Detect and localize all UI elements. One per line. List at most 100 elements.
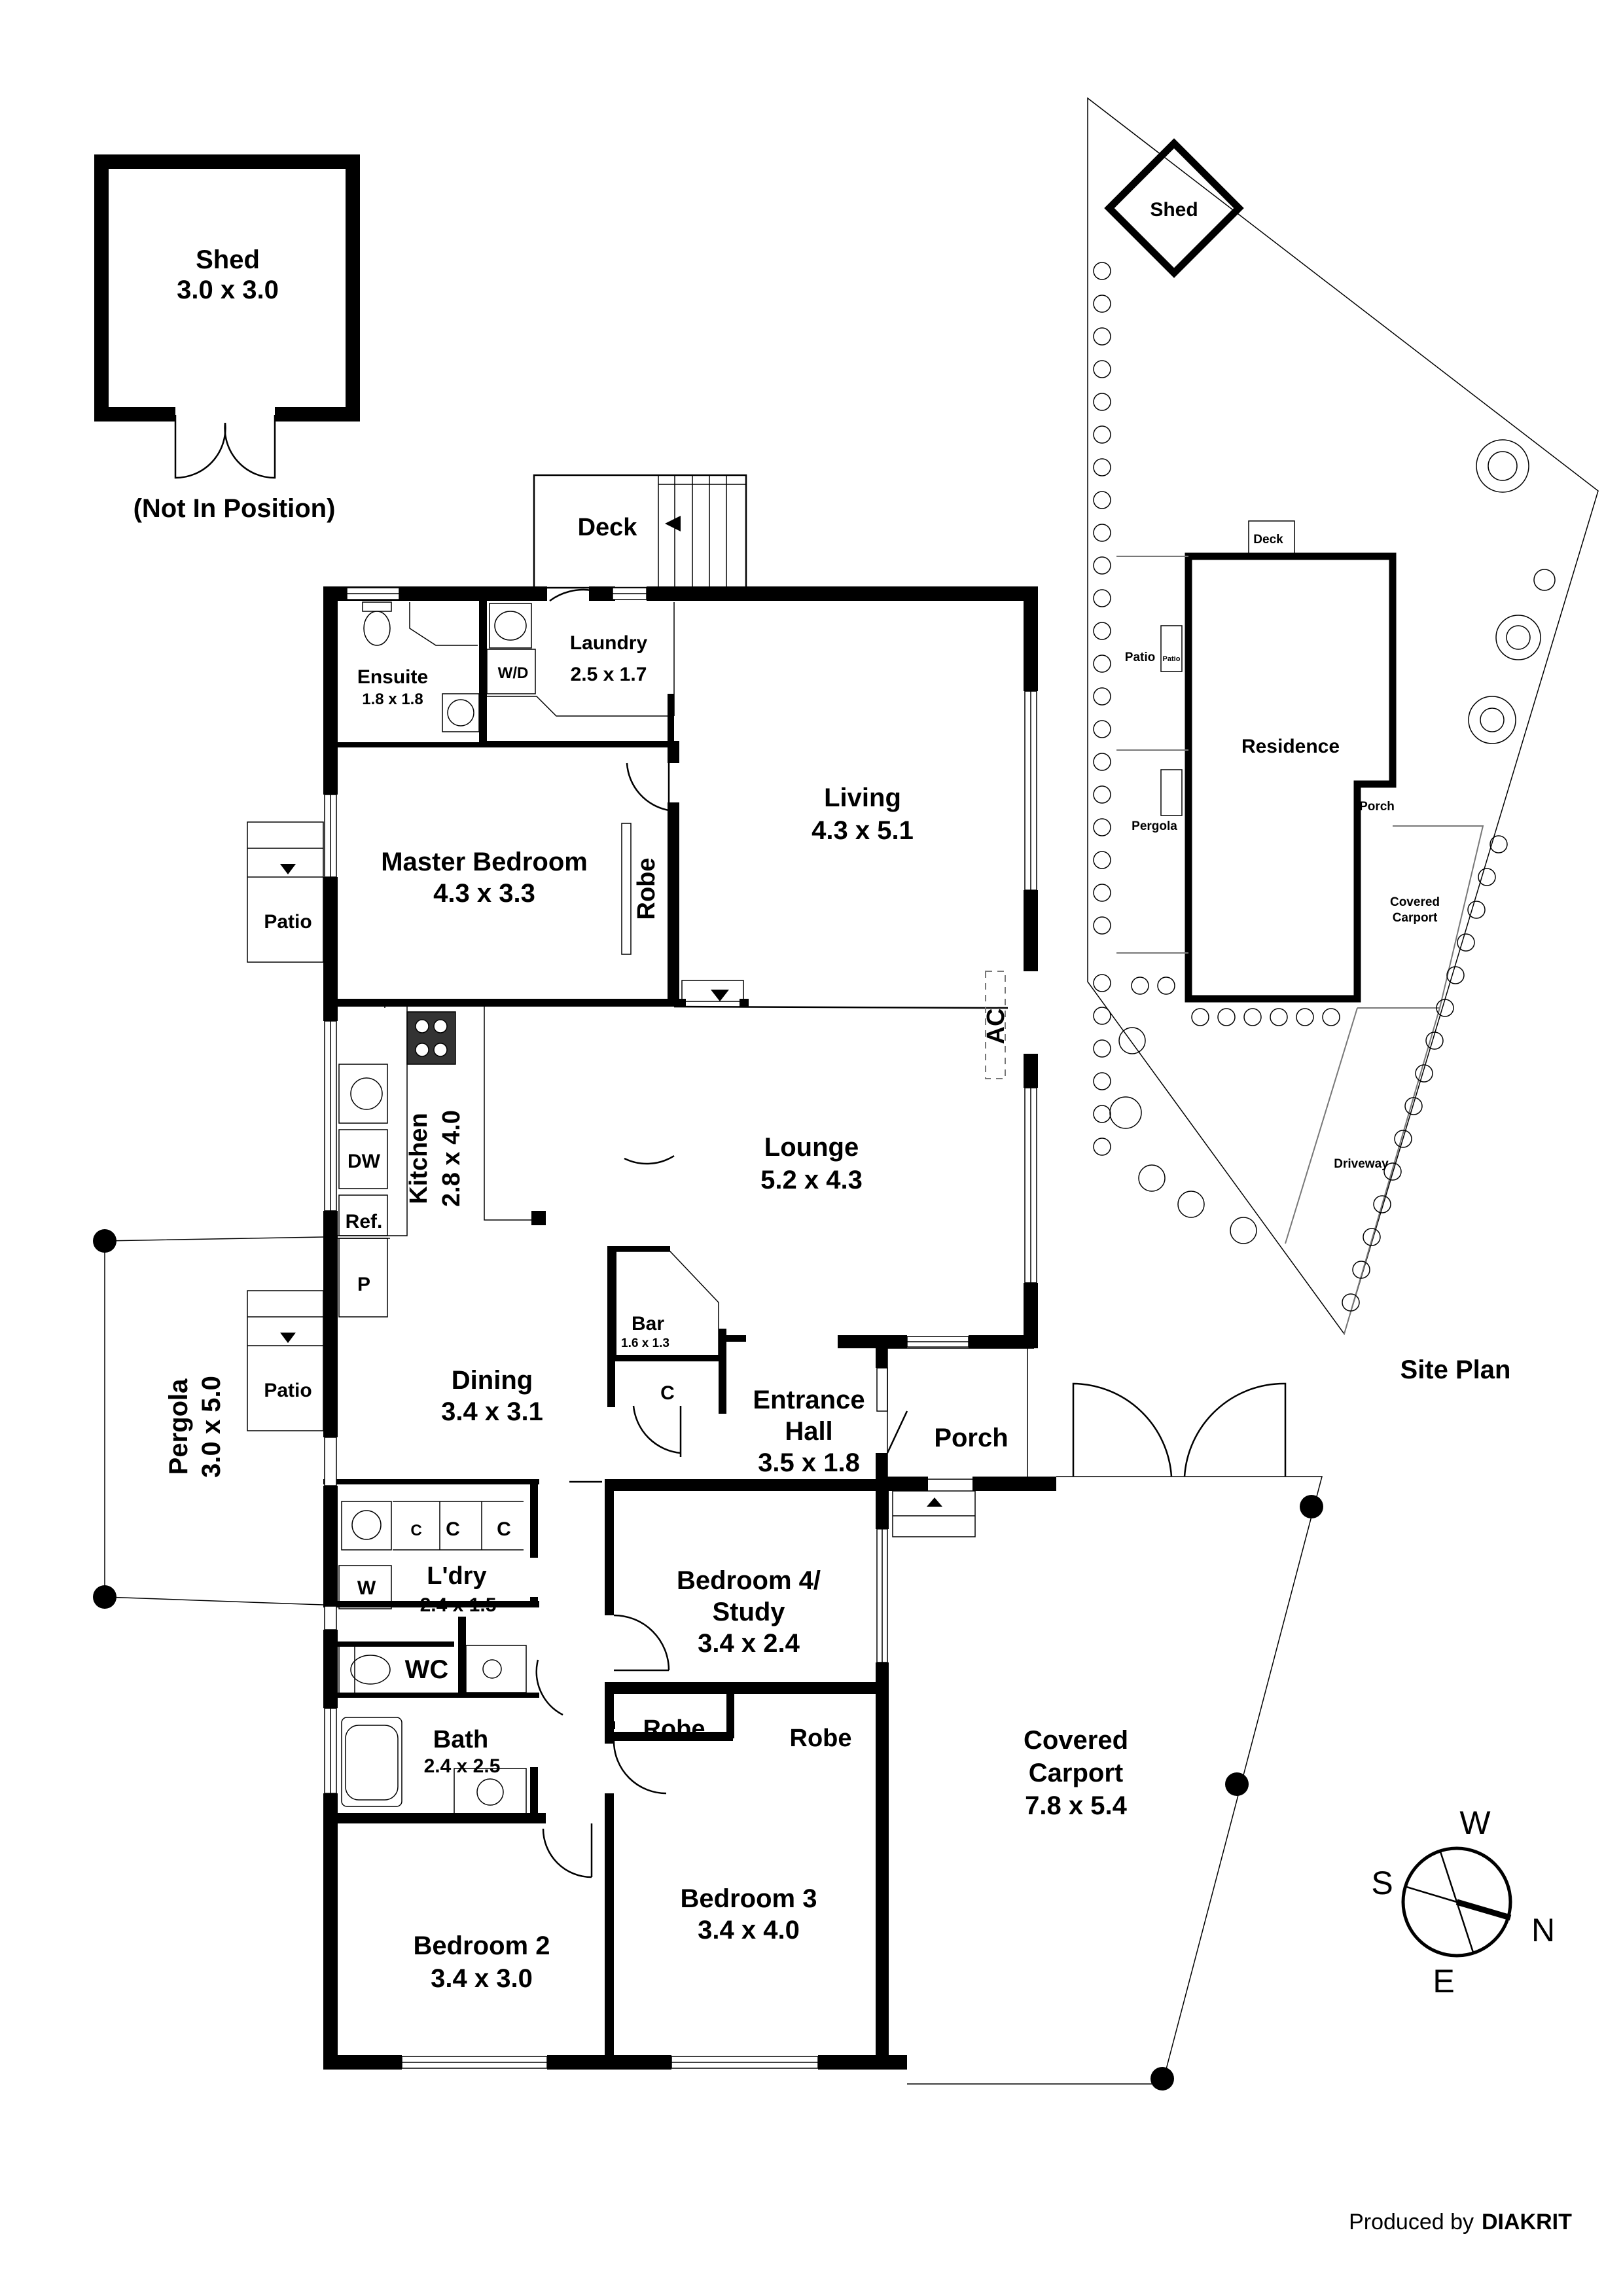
site-plan-title: Site Plan bbox=[1400, 1355, 1511, 1384]
ensuite-dims: 1.8 x 1.8 bbox=[362, 691, 423, 708]
entrance-label-2: Hall bbox=[785, 1417, 832, 1446]
deck-label: Deck bbox=[578, 514, 638, 541]
site-driveway-label: Driveway bbox=[1334, 1157, 1389, 1171]
pergola-label: Pergola bbox=[164, 1378, 193, 1475]
carport-dims: 7.8 x 5.4 bbox=[1025, 1791, 1127, 1820]
kitchen-label: Kitchen bbox=[405, 1113, 433, 1204]
site-carport-label-2: Carport bbox=[1393, 911, 1438, 925]
laundry-label: Laundry bbox=[570, 632, 648, 654]
robe-bed4: Robe bbox=[643, 1715, 705, 1743]
deck-arrow-icon bbox=[665, 516, 681, 531]
ensuite-label: Ensuite bbox=[357, 666, 428, 688]
bar-dims: 1.6 x 1.3 bbox=[621, 1336, 669, 1350]
credit: Produced by DIAKRIT bbox=[1349, 2210, 1572, 2234]
carport-label-2: Carport bbox=[1029, 1759, 1123, 1787]
entrance-label-1: Entrance bbox=[753, 1386, 865, 1414]
master-dims: 4.3 x 3.3 bbox=[433, 879, 535, 908]
pergola-dims: 3.0 x 5.0 bbox=[197, 1376, 226, 1478]
wc-label: WC bbox=[405, 1655, 449, 1684]
cupboard-ldry-1: C bbox=[410, 1522, 421, 1539]
bar-label: Bar bbox=[632, 1313, 664, 1335]
wd-label: W/D bbox=[498, 664, 529, 682]
doors bbox=[340, 588, 1008, 1878]
deck: Deck bbox=[533, 474, 747, 589]
compass-south: S bbox=[1371, 1865, 1393, 1901]
shed: Shed 3.0 x 3.0 (Not In Position) bbox=[94, 154, 360, 523]
site-patio-label: Patio bbox=[1125, 651, 1155, 664]
fridge-label: Ref. bbox=[346, 1211, 383, 1232]
credit-brand: DIAKRIT bbox=[1482, 2210, 1572, 2234]
shed-dims: 3.0 x 3.0 bbox=[177, 276, 279, 304]
living-dims: 4.3 x 5.1 bbox=[812, 816, 914, 845]
robe-master: Robe bbox=[633, 858, 660, 920]
fixtures bbox=[338, 601, 719, 1816]
shed-label: Shed bbox=[196, 245, 260, 274]
site-plan: Shed Deck Residence Porch Patio Patio Pe… bbox=[1087, 97, 1599, 1384]
ac-label: AC bbox=[982, 1009, 1010, 1045]
site-carport-label-1: Covered bbox=[1390, 895, 1440, 909]
ldry-label: L'dry bbox=[427, 1562, 486, 1590]
shed-door bbox=[174, 415, 276, 479]
site-residence bbox=[1185, 552, 1397, 1003]
site-deck-label: Deck bbox=[1253, 533, 1283, 547]
bed4-dims: 3.4 x 2.4 bbox=[698, 1629, 800, 1658]
porch-label: Porch bbox=[934, 1424, 1008, 1452]
step bbox=[681, 980, 744, 1002]
master-label: Master Bedroom bbox=[381, 848, 588, 876]
porch-carport bbox=[887, 1348, 1323, 2090]
bed2-dims: 3.4 x 3.0 bbox=[431, 1964, 533, 1993]
patio-bottom bbox=[247, 1290, 324, 1431]
bed2-label: Bedroom 2 bbox=[414, 1931, 550, 1960]
bed3-dims: 3.4 x 4.0 bbox=[698, 1916, 800, 1945]
patio-arrow-icon bbox=[280, 1333, 296, 1343]
bed4-label-1: Bedroom 4/ bbox=[677, 1566, 821, 1595]
cupboard-ldry-2: C bbox=[446, 1518, 460, 1540]
patio-label: Patio bbox=[264, 911, 312, 933]
site-shed-label: Shed bbox=[1150, 199, 1198, 221]
credit-prefix: Produced by bbox=[1349, 2210, 1474, 2234]
bed4-label-2: Study bbox=[712, 1598, 785, 1626]
site-shed bbox=[1104, 138, 1244, 278]
cupboard-label: C bbox=[660, 1382, 675, 1404]
site-residence-label: Residence bbox=[1241, 736, 1340, 757]
site-patio-small-label: Patio bbox=[1163, 655, 1181, 663]
robe-bed3: Robe bbox=[790, 1725, 852, 1752]
hedge bbox=[1093, 262, 1508, 1312]
site-boundary bbox=[1087, 97, 1599, 1335]
compass-north: N bbox=[1531, 1912, 1555, 1948]
carport-gate bbox=[1072, 1382, 1287, 1477]
dining-dims: 3.4 x 3.1 bbox=[441, 1397, 543, 1426]
bed3-label: Bedroom 3 bbox=[681, 1884, 817, 1913]
trees bbox=[1468, 439, 1556, 744]
dishwasher-label: DW bbox=[348, 1151, 381, 1172]
bath-dims: 2.4 x 2.5 bbox=[424, 1755, 501, 1777]
kitchen-dims: 2.8 x 4.0 bbox=[438, 1110, 465, 1207]
ac-unit bbox=[985, 971, 1006, 1079]
porch-arrow-icon bbox=[927, 1498, 942, 1507]
windows bbox=[324, 587, 1037, 2069]
pergola bbox=[93, 1229, 324, 1609]
ldry-dims: 2.4 x 1.5 bbox=[420, 1594, 497, 1616]
site-pergola-label: Pergola bbox=[1132, 819, 1177, 833]
compass: W N E S bbox=[1371, 1804, 1555, 2000]
compass-east: E bbox=[1433, 1963, 1454, 2000]
bath-label: Bath bbox=[433, 1726, 488, 1753]
house-walls bbox=[323, 586, 1056, 2070]
pantry-label: P bbox=[357, 1274, 370, 1295]
shed-note: (Not In Position) bbox=[134, 494, 336, 523]
living-label: Living bbox=[824, 783, 901, 812]
lounge-label: Lounge bbox=[764, 1133, 859, 1162]
deck-outline bbox=[533, 474, 747, 589]
lounge-dims: 5.2 x 4.3 bbox=[760, 1166, 863, 1194]
patio-label-2: Patio bbox=[264, 1380, 312, 1401]
entry-arrow-icon bbox=[711, 990, 729, 1001]
laundry-dims: 2.5 x 1.7 bbox=[571, 664, 647, 685]
washer-label: W bbox=[357, 1577, 376, 1599]
dining-label: Dining bbox=[452, 1366, 533, 1395]
deck-steps bbox=[658, 475, 746, 588]
entrance-dims: 3.5 x 1.8 bbox=[758, 1448, 860, 1477]
patio-top bbox=[247, 821, 324, 963]
carport-label-1: Covered bbox=[1024, 1726, 1128, 1755]
patio-arrow-icon bbox=[280, 864, 296, 874]
